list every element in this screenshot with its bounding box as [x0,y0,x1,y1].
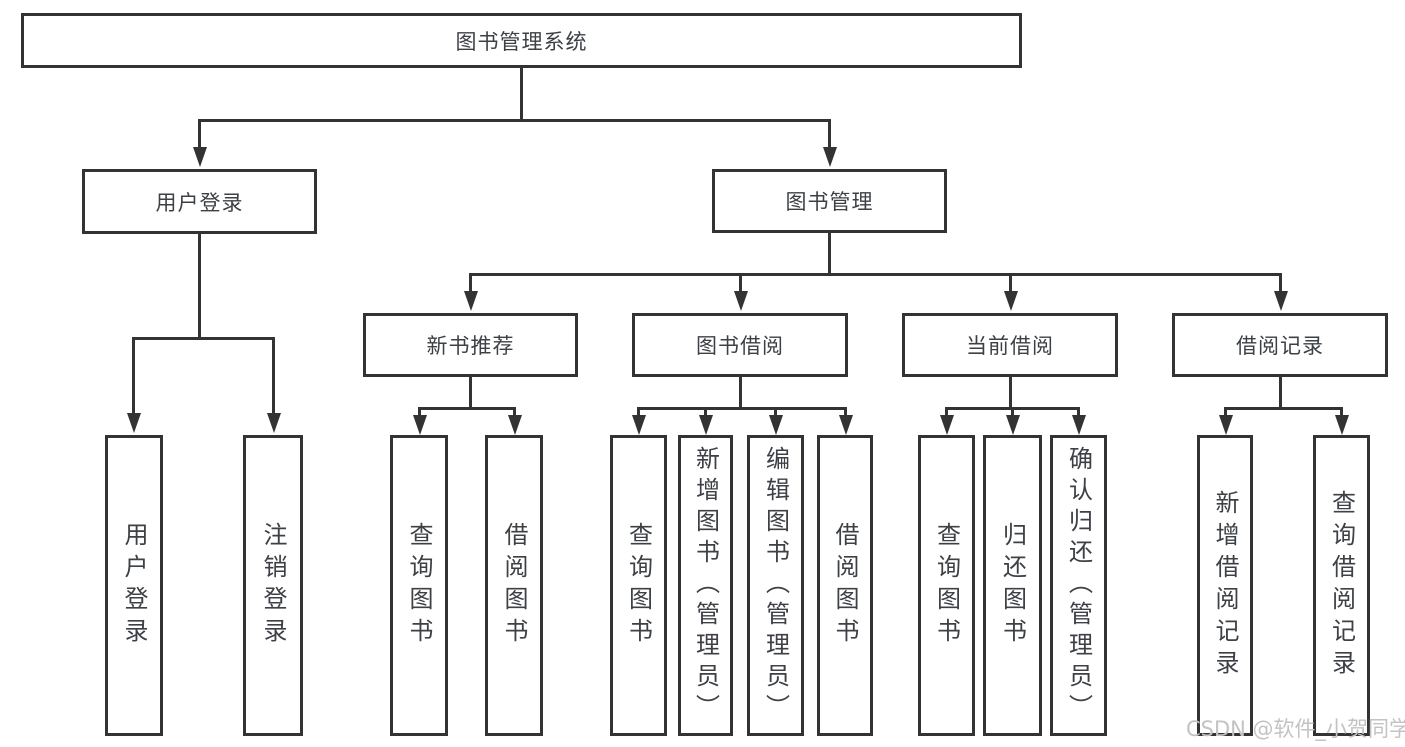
connector-new-book-stem [469,377,472,407]
node-new-book-recommend-label: 新书推荐 [426,334,515,358]
leaf-borrow-add-books-admin: 新增图书（管理员） [678,435,733,736]
arrow-to-book-mgmt [822,119,837,167]
arrow-to-borrow-records [1273,273,1288,311]
leaf-current-confirm-return-admin-label: 确认归还（管理员） [1064,446,1093,725]
arrow-to-book-borrow [733,273,748,311]
node-book-management-label: 图书管理 [785,190,874,214]
leaf-logout-label: 注销登录 [259,521,287,650]
arrow-to-new-book-rec [463,273,478,311]
arrow-current-query [939,407,954,435]
leaf-current-confirm-return-admin: 确认归还（管理员） [1050,435,1107,736]
node-book-management: 图书管理 [712,169,947,233]
arrow-to-logout-leaf [266,337,281,433]
arrow-current-return [1005,407,1020,435]
leaf-records-add-record: 新增借阅记录 [1197,435,1253,736]
leaf-current-query-books-label: 查询图书 [932,521,961,650]
arrow-records-add [1218,407,1233,435]
leaf-borrow-edit-books-admin: 编辑图书（管理员） [747,435,804,736]
arrow-newbook-borrow [507,407,522,435]
leaf-records-query-record-label: 查询借阅记录 [1327,489,1356,682]
leaf-records-query-record: 查询借阅记录 [1313,435,1370,736]
arrow-records-query [1334,407,1349,435]
leaf-borrow-borrow-books-label: 借阅图书 [831,521,859,650]
leaf-borrow-query-books: 查询图书 [610,435,667,736]
connector-book-borrow-stem [739,377,742,407]
node-book-borrowing-label: 图书借阅 [696,334,784,358]
arrow-borrow-query [631,407,646,435]
connector-records-rail [1224,407,1342,410]
leaf-borrow-borrow-books: 借阅图书 [817,435,873,736]
node-user-login-label: 用户登录 [155,190,244,215]
leaf-user-login: 用户登录 [105,435,163,736]
arrow-borrow-add [698,407,713,435]
node-borrowing-records-label: 借阅记录 [1236,334,1324,358]
connector-records-stem [1279,377,1282,407]
arrow-to-login-leaf [126,337,141,433]
node-user-login: 用户登录 [82,169,317,234]
connector-root-stem [520,68,523,119]
node-borrowing-records: 借阅记录 [1172,313,1388,377]
connector-level3-rail [469,273,1281,276]
leaf-records-add-record-label: 新增借阅记录 [1211,489,1239,682]
leaf-current-query-books: 查询图书 [918,435,975,736]
leaf-borrow-query-books-label: 查询图书 [624,521,653,650]
node-book-borrowing: 图书借阅 [632,313,848,377]
connector-current-stem [1009,377,1012,407]
watermark: CSDN @软件_小贺同学 [1186,717,1405,741]
leaf-current-return-books: 归还图书 [983,435,1042,736]
leaf-current-return-books-label: 归还图书 [998,521,1027,650]
leaf-user-login-label: 用户登录 [120,521,148,650]
node-root-label: 图书管理系统 [455,29,588,54]
node-root-library-system: 图书管理系统 [21,13,1022,68]
leaf-rec-borrow-books: 借阅图书 [485,435,543,736]
connector-user-login-rail [133,337,274,340]
connector-new-book-rail [418,407,515,410]
connector-level2-rail [198,119,830,122]
arrow-newbook-query [412,407,427,435]
connector-book-borrow-rail [637,407,846,410]
arrow-current-confirm [1071,407,1086,435]
leaf-borrow-add-books-admin-label: 新增图书（管理员） [691,446,720,725]
leaf-logout: 注销登录 [243,435,303,736]
leaf-borrow-edit-books-admin-label: 编辑图书（管理员） [761,446,790,725]
arrow-to-current-borrow [1003,273,1018,311]
arrow-borrow-edit [768,407,783,435]
node-current-borrowing-label: 当前借阅 [966,334,1054,358]
arrow-to-user-login [192,119,207,167]
connector-book-mgmt-stem [828,233,831,273]
leaf-rec-query-books: 查询图书 [390,435,448,736]
connector-user-login-stem [198,234,201,337]
arrow-borrow-borrow [838,407,853,435]
leaf-rec-query-books-label: 查询图书 [405,521,433,650]
node-current-borrowing: 当前借阅 [902,313,1118,377]
leaf-rec-borrow-books-label: 借阅图书 [500,521,528,650]
node-new-book-recommend: 新书推荐 [363,313,578,377]
